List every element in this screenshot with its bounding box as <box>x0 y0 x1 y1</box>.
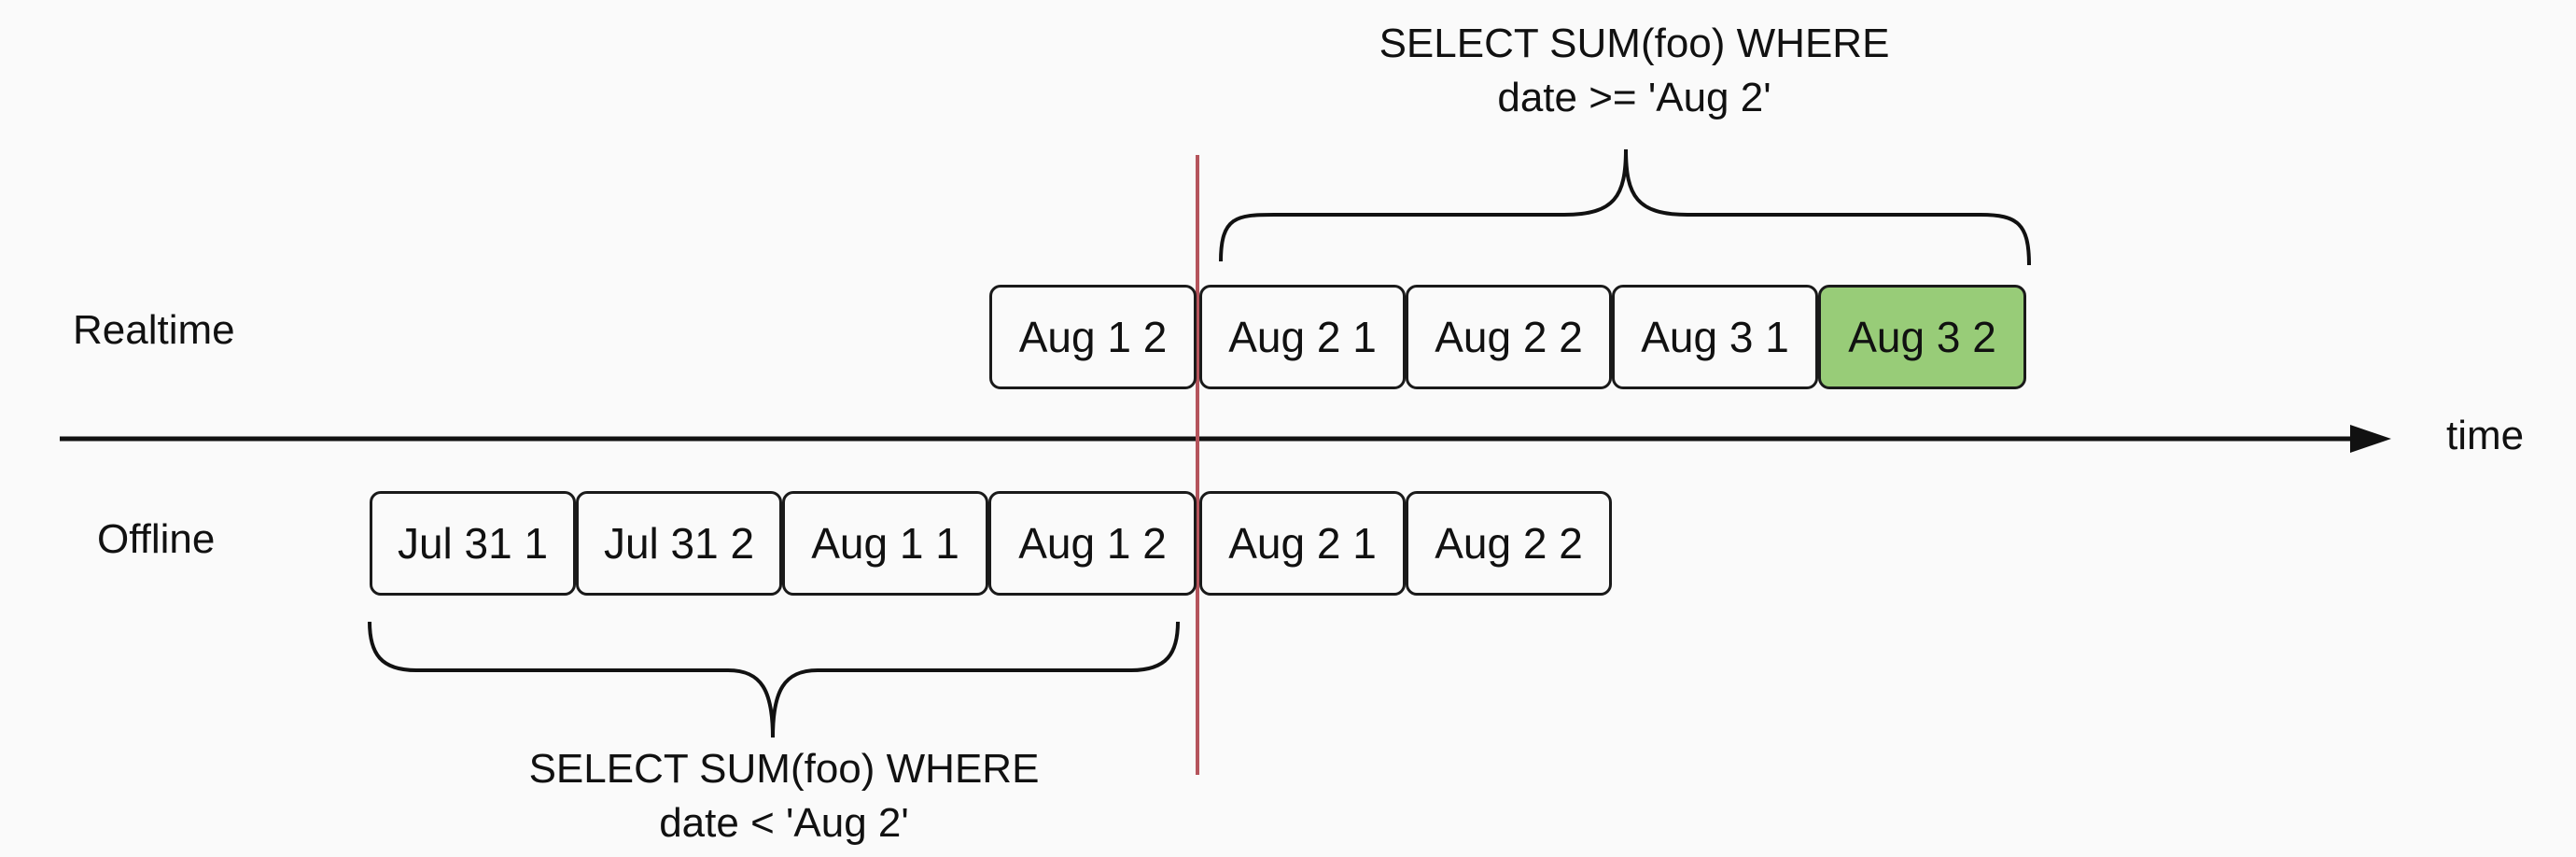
offline-query-line-1: SELECT SUM(foo) WHERE <box>528 746 1040 792</box>
realtime-query-line-1: SELECT SUM(foo) WHERE <box>1379 21 1890 66</box>
offline-segment: Aug 1 1 <box>782 491 988 596</box>
time-axis-arrowhead <box>2350 425 2391 453</box>
offline-segment: Aug 2 2 <box>1406 491 1612 596</box>
offline-segment: Jul 31 1 <box>370 491 576 596</box>
offline-segment: Aug 1 2 <box>988 491 1197 596</box>
offline-query-brace <box>368 621 1180 738</box>
realtime-segment: Aug 2 1 <box>1199 285 1406 389</box>
time-axis-label: time <box>2446 413 2525 458</box>
realtime-query-label: SELECT SUM(foo) WHERE date >= 'Aug 2' <box>1261 17 2008 125</box>
offline-query-label: SELECT SUM(foo) WHERE date < 'Aug 2' <box>411 742 1157 850</box>
realtime-segment: Aug 3 1 <box>1612 285 1818 389</box>
realtime-query-line-2: date >= 'Aug 2' <box>1497 75 1771 120</box>
realtime-query-brace <box>1219 148 2031 266</box>
realtime-segment-highlighted: Aug 3 2 <box>1818 285 2026 389</box>
offline-segment: Aug 2 1 <box>1199 491 1406 596</box>
realtime-segment: Aug 1 2 <box>989 285 1197 389</box>
offline-row-label: Offline <box>97 516 216 562</box>
realtime-segment: Aug 2 2 <box>1406 285 1612 389</box>
offline-query-line-2: date < 'Aug 2' <box>659 800 909 846</box>
offline-segment: Jul 31 2 <box>576 491 782 596</box>
realtime-row-label: Realtime <box>73 307 235 353</box>
